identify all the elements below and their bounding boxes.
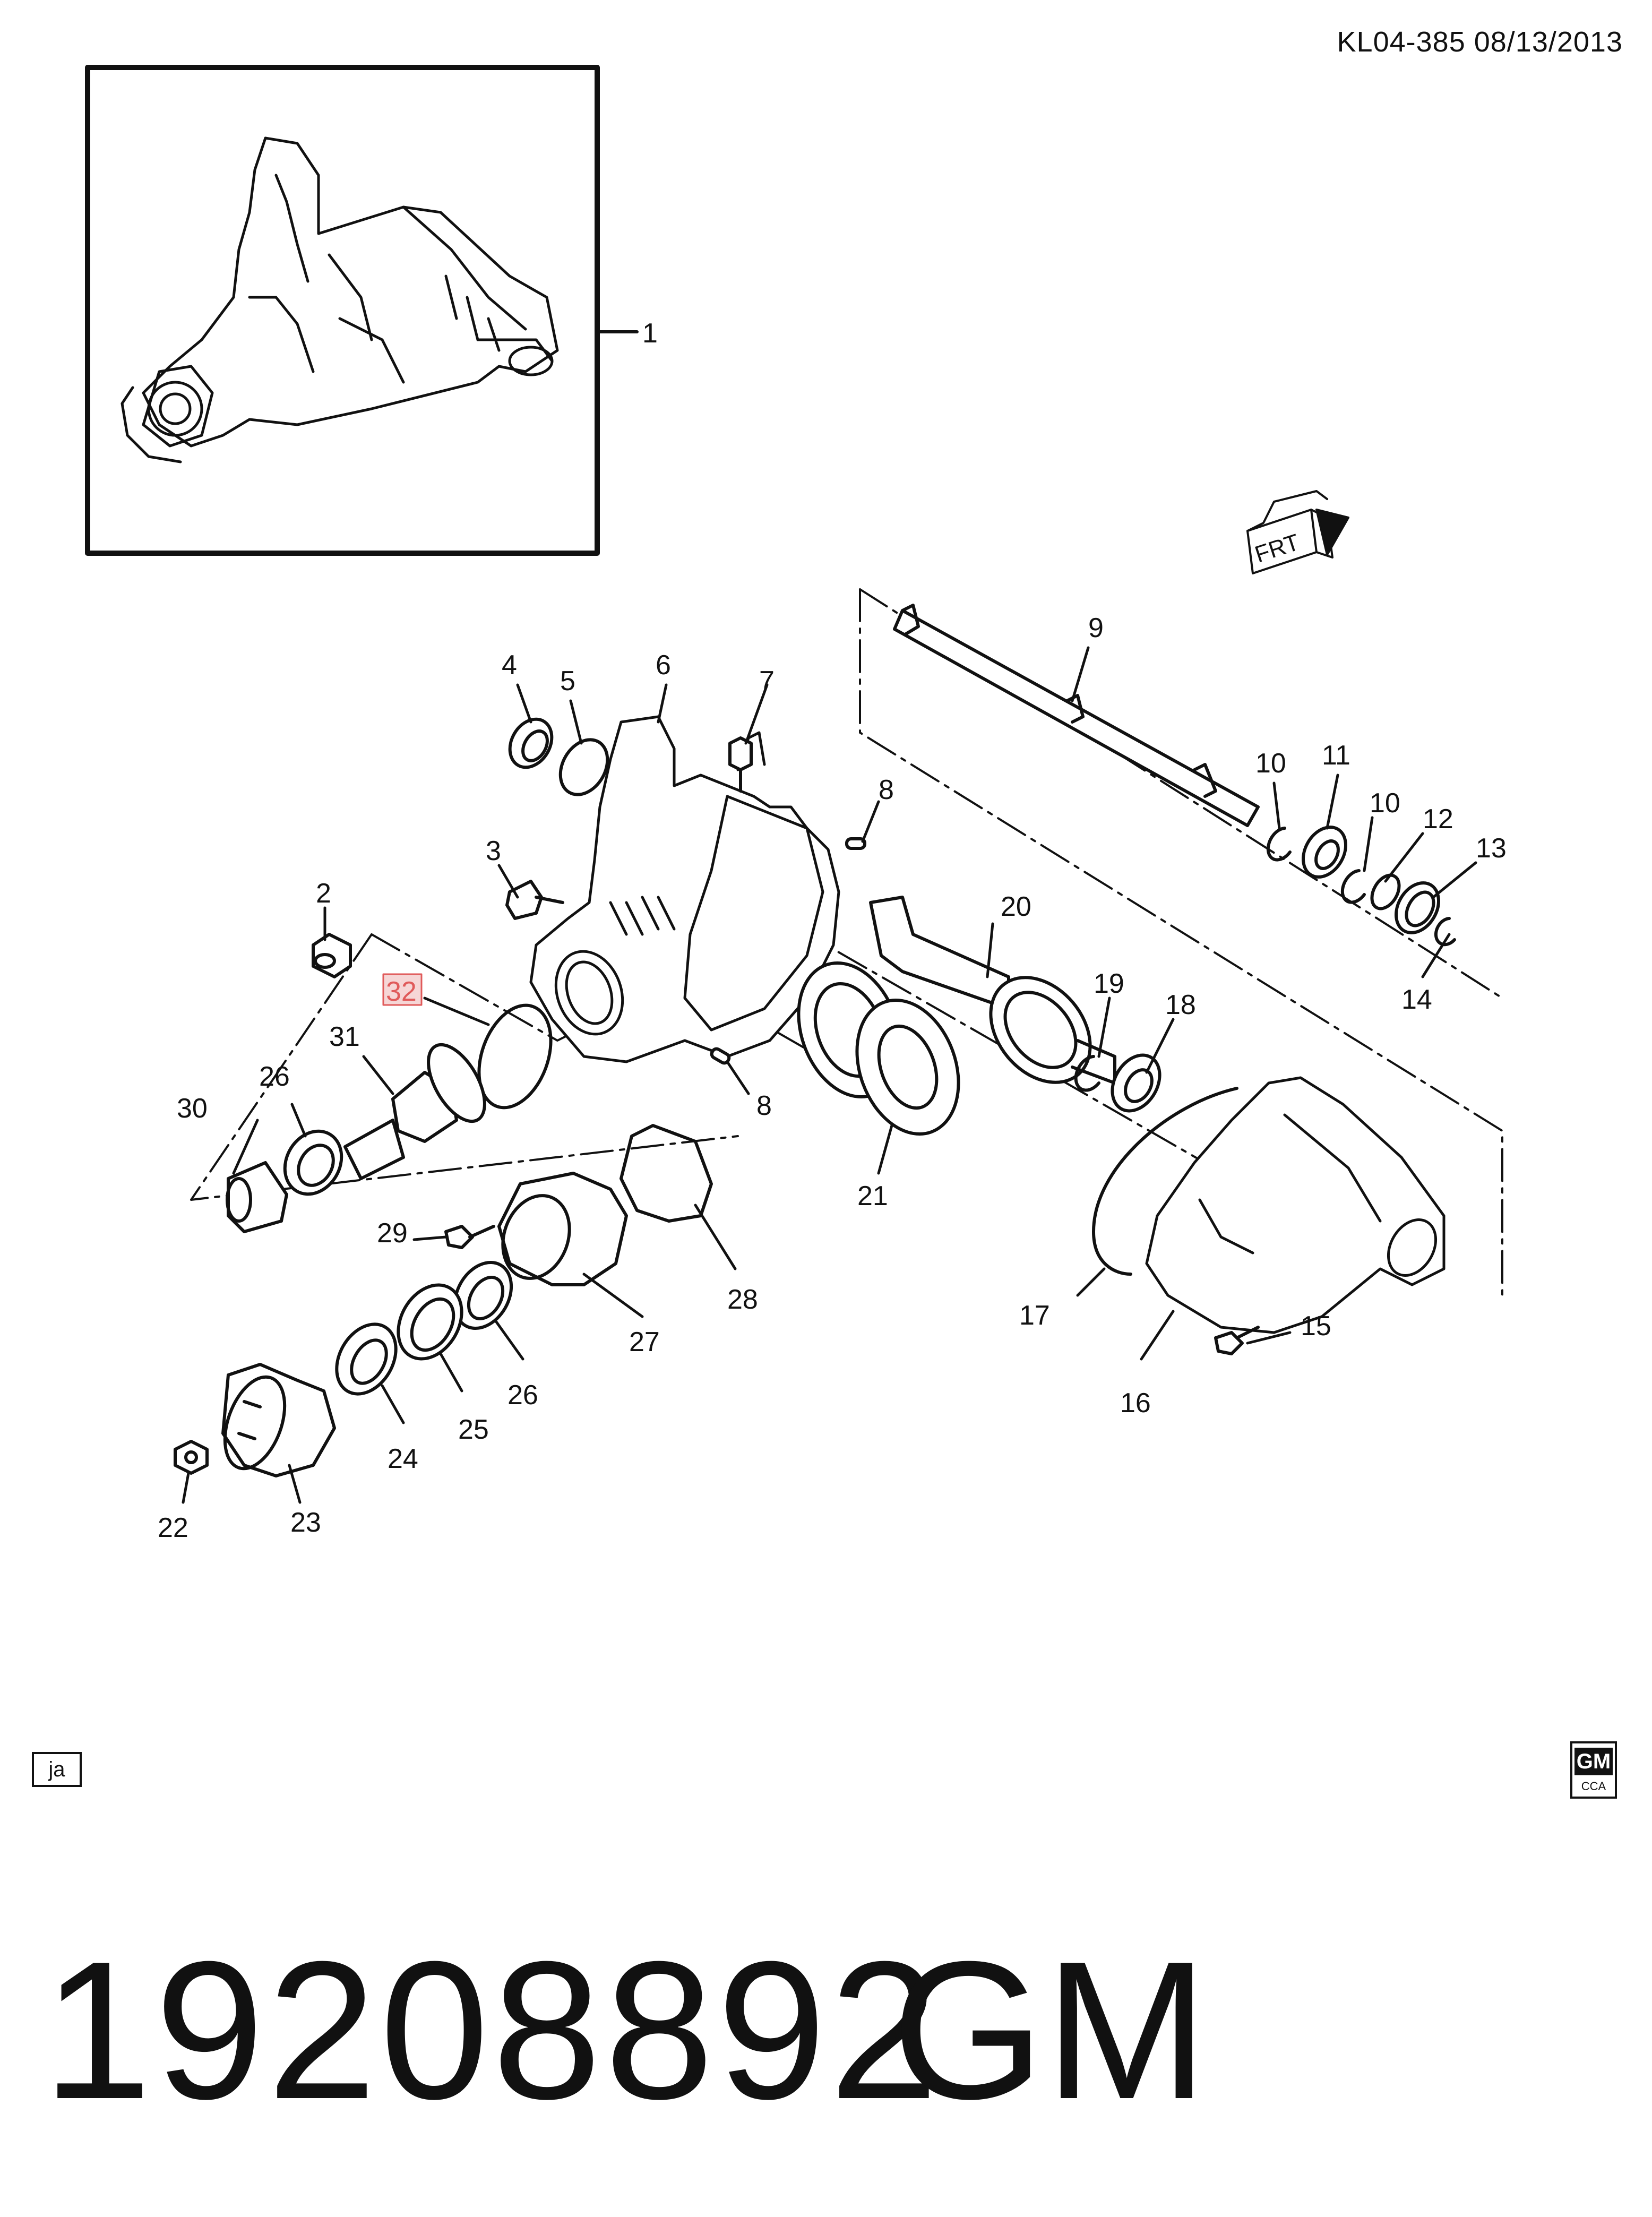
part-20-gear-shaft <box>869 896 1116 1085</box>
gm-logo: GM CCA <box>1570 1741 1617 1799</box>
part-27-adapter <box>497 1172 628 1286</box>
part-26-bearing-left <box>283 1129 343 1196</box>
callout-26-upper: 26 <box>259 1061 290 1092</box>
part-29-bolt <box>444 1225 495 1249</box>
callout-16: 16 <box>1120 1388 1151 1419</box>
part-22-nut <box>174 1440 209 1475</box>
callout-8-upper: 8 <box>879 775 894 805</box>
callout-21: 21 <box>857 1181 888 1211</box>
brand-name: GM <box>892 1921 1209 2140</box>
callout-18: 18 <box>1165 990 1196 1020</box>
part-25-shim <box>397 1283 463 1361</box>
part-5-o-ring <box>558 738 609 796</box>
callout-9: 9 <box>1088 613 1104 643</box>
part-15-bolt <box>1214 1326 1260 1355</box>
front-direction-marker: FRT <box>1246 490 1349 574</box>
part-11-bearing <box>1302 826 1347 879</box>
part-6-housing <box>529 715 840 1063</box>
gm-logo-subtext: CCA <box>1581 1780 1606 1793</box>
part-8-dowel-lower <box>710 1047 731 1065</box>
callout-17: 17 <box>1019 1300 1050 1331</box>
part-31-pinion-shaft <box>343 1043 486 1180</box>
part-8-dowel-upper <box>845 837 866 850</box>
callout-14: 14 <box>1401 984 1432 1015</box>
callout-3: 3 <box>486 836 501 866</box>
callout-31: 31 <box>329 1021 360 1052</box>
part-14-clip <box>1434 917 1456 947</box>
part-21-gear-pair <box>797 961 960 1136</box>
callout-5: 5 <box>560 666 575 697</box>
callout-11: 11 <box>1322 740 1350 771</box>
part-10-snap-ring-a <box>1266 827 1292 862</box>
part-4-seal <box>508 717 554 769</box>
callout-8-lower: 8 <box>756 1090 772 1121</box>
callout-2: 2 <box>316 878 331 909</box>
part-17-gasket <box>1092 1087 1238 1276</box>
leader-lines <box>182 646 1477 1504</box>
part-32-seal-ring <box>477 1003 553 1110</box>
part-7-vent <box>728 736 753 793</box>
part-18-bearing <box>1111 1053 1161 1113</box>
callout-24: 24 <box>388 1443 418 1474</box>
callout-7: 7 <box>759 666 775 697</box>
callout-1: 1 <box>642 318 658 349</box>
callout-29: 29 <box>377 1218 408 1249</box>
callout-6: 6 <box>656 650 671 681</box>
exploded-parts-diagram: FRT <box>85 65 1507 1543</box>
part-23-flange <box>221 1363 336 1477</box>
callout-19: 19 <box>1094 968 1124 999</box>
callout-15: 15 <box>1301 1311 1331 1342</box>
assembly-illustration <box>121 136 559 463</box>
callout-10-b: 10 <box>1370 788 1400 819</box>
callout-12: 12 <box>1423 804 1453 835</box>
part-3-fitting <box>505 880 564 920</box>
callout-25: 25 <box>458 1414 489 1445</box>
part-number: 19208892 <box>42 1921 942 2140</box>
part-19-snap-ring <box>1074 1055 1100 1092</box>
part-24-seal <box>335 1322 398 1396</box>
callout-32: 32 <box>386 976 417 1007</box>
callout-13: 13 <box>1476 833 1507 864</box>
callout-22: 22 <box>158 1513 188 1543</box>
part-30-sleeve <box>226 1161 288 1233</box>
callout-26-lower: 26 <box>507 1380 538 1411</box>
gm-logo-text: GM <box>1574 1748 1613 1775</box>
language-tag: ja <box>32 1752 82 1787</box>
callout-4: 4 <box>502 650 517 681</box>
part-26-bearing-right <box>453 1261 513 1330</box>
part-9-shaft <box>893 604 1260 827</box>
callout-10-a: 10 <box>1255 748 1286 779</box>
callout-28: 28 <box>727 1284 758 1315</box>
callout-27: 27 <box>629 1327 660 1357</box>
part-2-plug <box>312 933 352 978</box>
part-10-snap-ring-b <box>1340 869 1366 904</box>
part-16-cover <box>1145 1076 1446 1334</box>
callout-30: 30 <box>177 1093 208 1124</box>
assembly-inset <box>85 65 639 556</box>
diagram-reference-date: KL04-385 08/13/2013 <box>1337 26 1623 58</box>
callout-numbers: 1 2 3 4 5 6 7 8 8 9 10 10 11 12 13 14 15… <box>158 318 1507 1543</box>
part-13-seal <box>1395 881 1440 934</box>
part-12-ring <box>1370 873 1401 910</box>
callout-20: 20 <box>1001 891 1031 922</box>
callout-23: 23 <box>290 1507 321 1538</box>
